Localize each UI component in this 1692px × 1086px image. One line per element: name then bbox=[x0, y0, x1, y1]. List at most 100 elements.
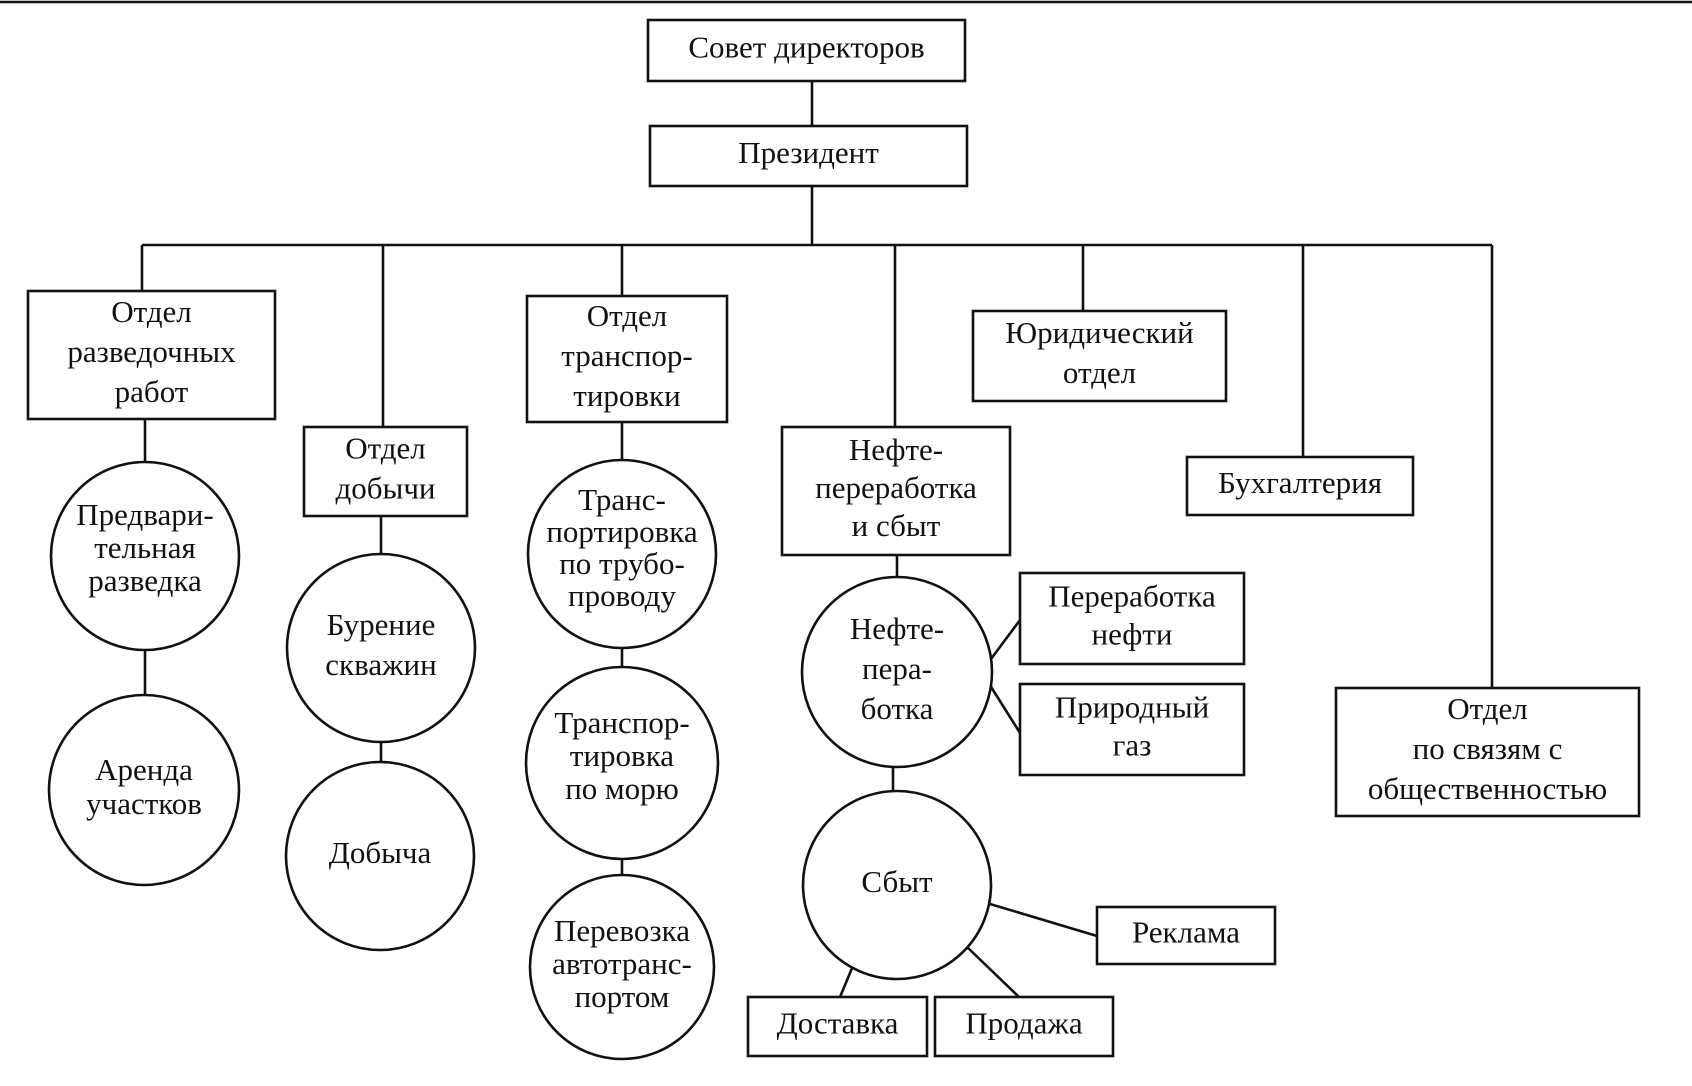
accounting-box: Бухгалтерия bbox=[1185, 455, 1415, 517]
prelim-exploration-label-line: разведка bbox=[88, 563, 202, 598]
natural-gas-label-line: Природный bbox=[1055, 690, 1209, 725]
pipeline-transport-label-line: проводу bbox=[568, 578, 676, 613]
sales-label-line: Сбыт bbox=[861, 864, 933, 899]
transport-dept-label-line: транспор- bbox=[561, 338, 692, 373]
refining-label-line: ботка bbox=[861, 691, 934, 726]
land-lease-label-line: Аренда bbox=[95, 752, 193, 787]
extraction-circle: Добыча bbox=[284, 760, 476, 952]
oil-processing-label-line: нефти bbox=[1092, 617, 1173, 652]
exploration-dept-label-line: разведочных bbox=[67, 334, 236, 369]
well-drilling-label-line: скважин bbox=[325, 647, 436, 682]
delivery-box-shape bbox=[746, 995, 929, 1058]
exploration-dept-box: Отдел разведочных работ bbox=[26, 289, 277, 421]
pipeline-transport-label-line: портировка bbox=[546, 514, 698, 549]
production-dept-box: Отдел добычи bbox=[302, 425, 469, 518]
selling-box: Продажа bbox=[933, 995, 1115, 1058]
sea-transport-circle-shape bbox=[524, 665, 720, 861]
refining-circle-shape bbox=[800, 575, 994, 769]
land-lease-label-line: участков bbox=[86, 786, 202, 821]
production-dept-box-shape bbox=[302, 425, 469, 518]
pr-dept-label-line: Отдел bbox=[1447, 691, 1528, 726]
pr-dept-label-line: общественностью bbox=[1368, 771, 1607, 806]
well-drilling-circle: Бурение скважин bbox=[285, 552, 477, 744]
prelim-exploration-circle-shape bbox=[49, 460, 241, 652]
prelim-exploration-label-line: тельная bbox=[94, 530, 196, 565]
sea-transport-label-line: тировка bbox=[570, 738, 674, 773]
president-label-line: Президент bbox=[738, 135, 879, 170]
oil-processing-box-shape bbox=[1018, 571, 1246, 666]
advertising-box: Реклама bbox=[1095, 905, 1277, 966]
production-dept-label-line: добычи bbox=[335, 471, 435, 506]
board-of-directors-label-line: Совет директоров bbox=[688, 30, 924, 65]
pipeline-transport-circle-shape bbox=[526, 458, 718, 650]
sales-circle: Сбыт bbox=[801, 789, 993, 981]
refining-sales-dept-label-line: Нефте- bbox=[849, 432, 943, 467]
advertising-box-shape bbox=[1095, 905, 1277, 966]
exploration-dept-box-shape bbox=[26, 289, 277, 421]
legal-dept-box: Юридический отдел bbox=[971, 309, 1228, 403]
accounting-label-line: Бухгалтерия bbox=[1218, 465, 1382, 500]
road-transport-circle-shape bbox=[528, 873, 716, 1061]
president-box-shape bbox=[648, 124, 969, 188]
selling-label-line: Продажа bbox=[965, 1006, 1082, 1041]
sales-advertising-connector bbox=[989, 902, 1098, 938]
production-dept-label-line: Отдел bbox=[345, 431, 426, 466]
extraction-label-line: Добыча bbox=[329, 835, 432, 870]
refining-sales-dept-label-line: переработка bbox=[815, 470, 977, 505]
pr-dept-box: Отдел по связям с общественностью bbox=[1334, 686, 1641, 818]
well-drilling-label-line: Бурение bbox=[327, 607, 436, 642]
transport-dept-label-line: Отдел bbox=[587, 298, 668, 333]
board-of-directors-box: Совет директоров bbox=[646, 18, 967, 83]
legal-dept-label-line: отдел bbox=[1063, 355, 1136, 390]
president-box: Президент bbox=[648, 124, 969, 188]
refining-gas-connector bbox=[986, 681, 1022, 734]
board-of-directors-box-shape bbox=[646, 18, 967, 83]
sales-selling-connector bbox=[965, 945, 1020, 998]
exploration-dept-label-line: работ bbox=[115, 374, 189, 409]
sales-circle-shape bbox=[801, 789, 993, 981]
legal-dept-box-shape bbox=[971, 309, 1228, 403]
connector-lines bbox=[0, 0, 1692, 998]
road-transport-label-line: автотранс- bbox=[552, 946, 692, 981]
refining-oil-connector bbox=[986, 619, 1022, 664]
pr-dept-box-shape bbox=[1334, 686, 1641, 818]
refining-sales-dept-label-line: и сбыт bbox=[852, 508, 941, 543]
pr-dept-label-line: по связям с bbox=[1413, 731, 1563, 766]
pipeline-transport-label-line: Транс- bbox=[578, 482, 666, 517]
legal-dept-label-line: Юридический bbox=[1005, 315, 1193, 350]
delivery-box: Доставка bbox=[746, 995, 929, 1058]
road-transport-label-line: портом bbox=[575, 979, 670, 1014]
pipeline-transport-label-line: по трубо- bbox=[559, 546, 685, 581]
refining-circle: Нефте-пера-ботка bbox=[800, 575, 994, 769]
selling-box-shape bbox=[933, 995, 1115, 1058]
land-lease-circle-shape bbox=[47, 693, 241, 887]
transport-dept-box-shape bbox=[525, 294, 729, 424]
prelim-exploration-label-line: Предвари- bbox=[76, 497, 213, 532]
well-drilling-circle-shape bbox=[285, 552, 477, 744]
refining-label-line: Нефте- bbox=[850, 611, 944, 646]
oil-processing-label-line: Переработка bbox=[1048, 579, 1216, 614]
natural-gas-box-shape bbox=[1018, 682, 1246, 777]
refining-label-line: пера- bbox=[862, 651, 932, 686]
extraction-circle-shape bbox=[284, 760, 476, 952]
refining-sales-dept-box-shape bbox=[780, 425, 1012, 557]
delivery-label-line: Доставка bbox=[777, 1006, 899, 1041]
exploration-dept-label-line: Отдел bbox=[111, 294, 192, 329]
sea-transport-label-line: по морю bbox=[565, 771, 679, 806]
accounting-box-shape bbox=[1185, 455, 1415, 517]
natural-gas-label-line: газ bbox=[1113, 728, 1152, 763]
road-transport-label-line: Перевозка bbox=[554, 913, 690, 948]
sea-transport-label-line: Транспор- bbox=[554, 705, 689, 740]
advertising-label-line: Реклама bbox=[1132, 915, 1240, 950]
